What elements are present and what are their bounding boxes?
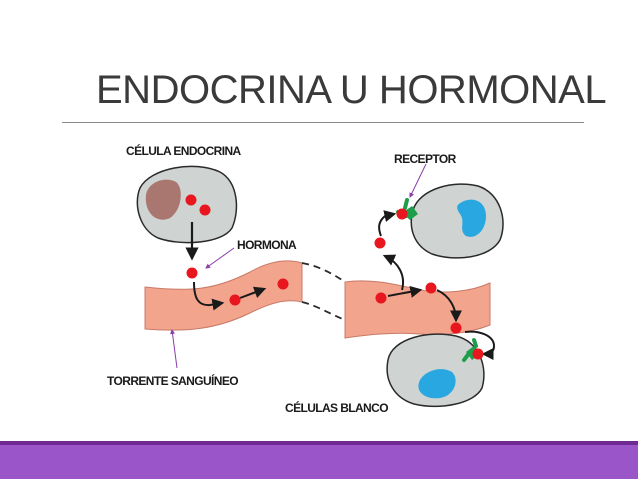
receptor-pointer bbox=[409, 163, 427, 198]
blood-vessel-left bbox=[144, 260, 303, 331]
endocrine-nucleus bbox=[145, 179, 181, 220]
flow-arrow bbox=[239, 286, 267, 299]
endocrine-cell-label: CÉLULA ENDOCRINA bbox=[126, 143, 242, 158]
flow-arrow bbox=[193, 281, 225, 311]
hormone-label: HORMONA bbox=[237, 238, 297, 252]
flow-arrow bbox=[387, 285, 423, 298]
target-cells-label: CÉLULAS BLANCO bbox=[285, 400, 388, 415]
bloodstream-label: TORRENTE SANGUÍNEO bbox=[107, 373, 238, 388]
flow-arrow bbox=[382, 254, 404, 291]
hormone-molecule bbox=[199, 204, 211, 216]
slide-title: ENDOCRINA U HORMONAL bbox=[96, 68, 607, 112]
hormone-molecule bbox=[277, 278, 289, 290]
receptor-label: RECEPTOR bbox=[394, 152, 457, 166]
flow-arrow bbox=[464, 330, 496, 360]
target-nucleus-top bbox=[457, 199, 486, 237]
blood-vessel-gap bbox=[301, 301, 346, 321]
target-nucleus-bottom bbox=[418, 369, 456, 399]
target-cell-bottom bbox=[386, 333, 485, 407]
hormone-molecule bbox=[450, 322, 462, 334]
endocrine-cell bbox=[136, 165, 238, 244]
hormone-molecule bbox=[186, 267, 198, 279]
title-divider bbox=[62, 122, 584, 123]
hormone-molecule bbox=[375, 292, 387, 304]
target-cell-top bbox=[410, 183, 504, 259]
blood-vessel-gap bbox=[301, 262, 346, 283]
blood-vessel-right bbox=[344, 280, 491, 339]
hormone-molecule bbox=[185, 194, 197, 206]
hormone-molecule bbox=[374, 237, 386, 249]
hormone-molecule bbox=[472, 348, 484, 360]
flow-arrow bbox=[378, 210, 397, 237]
bloodstream-pointer bbox=[170, 329, 178, 369]
flow-arrow bbox=[436, 289, 462, 323]
hormone-pointer bbox=[205, 247, 235, 269]
footer-accent-line bbox=[0, 441, 638, 445]
footer-accent-bar bbox=[0, 445, 638, 479]
hormone-molecules bbox=[185, 194, 484, 360]
hormone-molecule bbox=[396, 208, 408, 220]
hormone-molecule bbox=[425, 282, 437, 294]
hormone-molecule bbox=[229, 294, 241, 306]
